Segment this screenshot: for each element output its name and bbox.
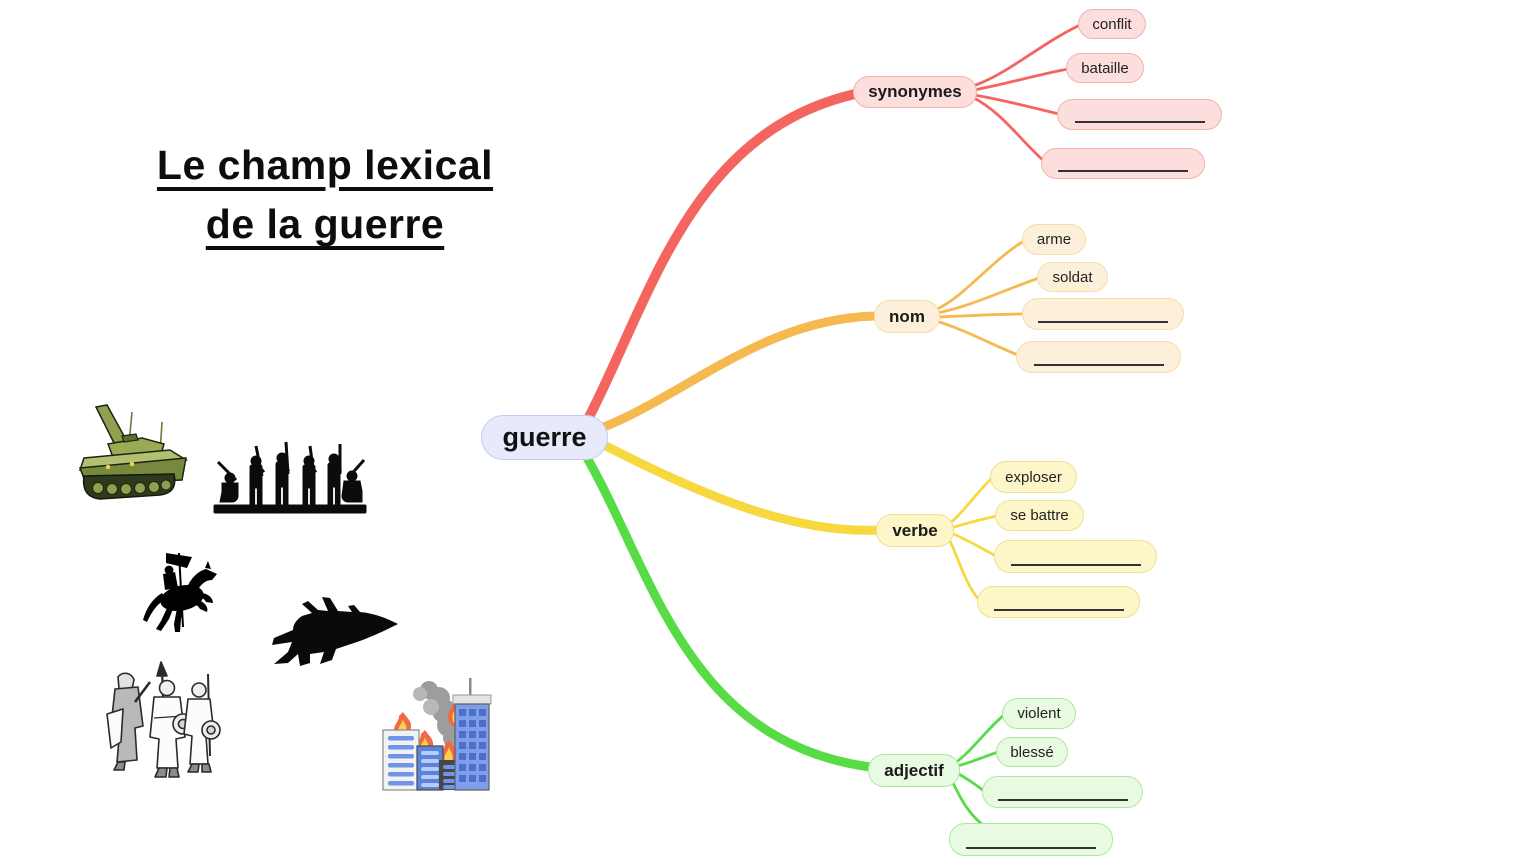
blank-answer-node-synonymes-1[interactable] (1057, 99, 1222, 130)
connectors-verbe (946, 476, 999, 602)
title-line-1: Le champ lexical (156, 142, 494, 188)
child-node-conflit[interactable]: conflit (1078, 9, 1146, 39)
answer-line (997, 799, 1128, 801)
answer-line (1038, 321, 1168, 323)
answer-line (1058, 170, 1188, 172)
child-node-arme[interactable]: arme (1022, 224, 1086, 255)
blank-answer-node-verbe-1[interactable] (994, 540, 1157, 573)
connectors-nom (933, 239, 1041, 357)
cavalry-rider-flag-icon (143, 553, 217, 632)
page-title: Le champ lexical de la guerre (95, 136, 555, 255)
branch-node-adjectif[interactable]: adjectif (868, 754, 960, 787)
title-line-2: de la guerre (205, 201, 445, 248)
branch-curve-nom (599, 311, 881, 432)
connectors-synonymes (970, 23, 1082, 163)
branch-node-verbe[interactable]: verbe (876, 514, 954, 547)
burning-buildings-icon (382, 678, 492, 791)
blank-answer-node-verbe-2[interactable] (977, 586, 1140, 618)
branch-curve-synonymes (583, 89, 860, 424)
child-node-blesse[interactable]: blessé (996, 737, 1068, 767)
answer-line (1074, 121, 1205, 123)
root-node-guerre[interactable]: guerre (481, 415, 608, 460)
answer-line (966, 847, 1096, 849)
medieval-soldiers-icon (106, 661, 221, 778)
blank-answer-node-synonymes-2[interactable] (1041, 148, 1205, 179)
child-node-soldat[interactable]: soldat (1037, 262, 1108, 292)
blank-answer-node-nom-2[interactable] (1016, 341, 1181, 373)
fighter-jet-icon (272, 597, 398, 666)
child-node-se-battre[interactable]: se battre (995, 500, 1084, 531)
blank-answer-node-nom-1[interactable] (1022, 298, 1184, 330)
answer-line (1010, 564, 1141, 566)
answer-line (993, 609, 1124, 611)
child-node-violent[interactable]: violent (1002, 698, 1076, 729)
soldiers-silhouette-icon (213, 441, 367, 514)
blank-answer-node-adjectif-2[interactable] (949, 823, 1113, 856)
branch-curve-adjectif (581, 451, 875, 772)
tank-icon (78, 404, 189, 500)
child-node-bataille[interactable]: bataille (1066, 53, 1144, 83)
blank-answer-node-adjectif-1[interactable] (982, 776, 1143, 808)
answer-line (1033, 364, 1164, 366)
branch-curve-verbe (599, 440, 883, 535)
branch-node-nom[interactable]: nom (874, 300, 940, 333)
child-node-exploser[interactable]: exploser (990, 461, 1077, 493)
branch-node-synonymes[interactable]: synonymes (853, 76, 977, 108)
